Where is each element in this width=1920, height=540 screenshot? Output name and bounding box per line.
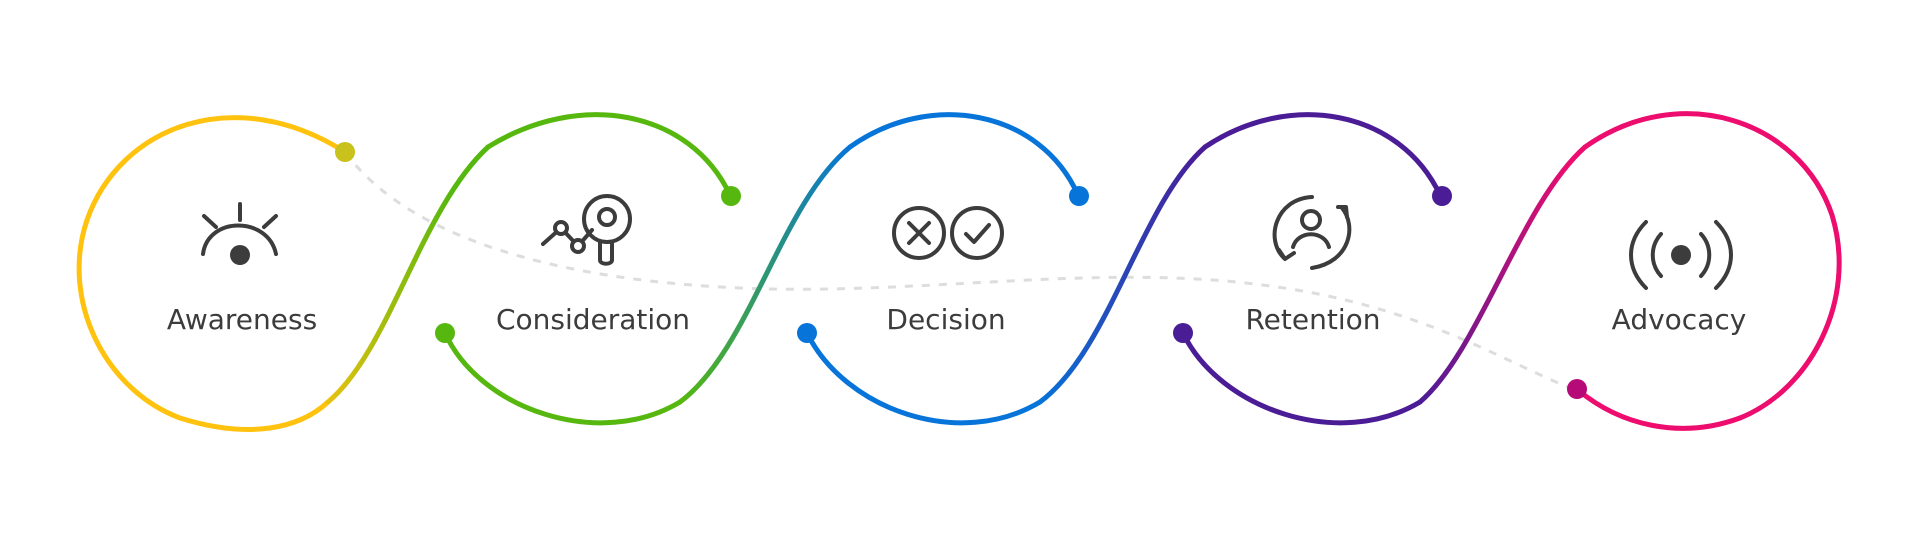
awareness-label: Awareness — [167, 303, 317, 336]
decision-top-endpoint-dot — [1069, 186, 1089, 206]
user-refresh-icon — [1272, 195, 1352, 270]
decision-bottom-arc — [804, 330, 1043, 426]
awareness-endpoint-dot — [335, 142, 355, 162]
decision-bottom-endpoint-dot — [797, 323, 817, 343]
consideration-bottom-arc — [442, 330, 683, 426]
wave-segment-decision-retention — [1037, 144, 1208, 405]
graph-magnifier-icon — [541, 194, 632, 266]
consideration-top-arc — [485, 112, 733, 198]
consideration-top-endpoint-dot — [721, 186, 741, 206]
decision-label: Decision — [886, 303, 1005, 336]
retention-label: Retention — [1245, 303, 1380, 336]
retention-bottom-endpoint-dot — [1173, 323, 1193, 343]
wave-segment-awareness-consideration — [325, 144, 491, 405]
consideration-label: Consideration — [496, 303, 690, 336]
broadcast-icon — [1629, 220, 1733, 290]
advocacy-endpoint-dot — [1567, 379, 1587, 399]
retention-bottom-arc — [1180, 330, 1423, 426]
advocacy-label: Advocacy — [1612, 303, 1747, 336]
consideration-bottom-endpoint-dot — [435, 323, 455, 343]
eye-icon — [201, 202, 278, 265]
x-check-icon — [892, 206, 1004, 260]
advocacy-arc — [1575, 111, 1842, 431]
awareness-arc — [76, 115, 348, 432]
wave-segment-consideration-decision — [677, 144, 853, 405]
dashed-connector-line — [343, 151, 1576, 392]
retention-top-endpoint-dot — [1432, 186, 1452, 206]
wave-segment-retention-advocacy — [1417, 144, 1588, 405]
retention-top-arc — [1202, 112, 1443, 198]
decision-top-arc — [847, 112, 1081, 198]
